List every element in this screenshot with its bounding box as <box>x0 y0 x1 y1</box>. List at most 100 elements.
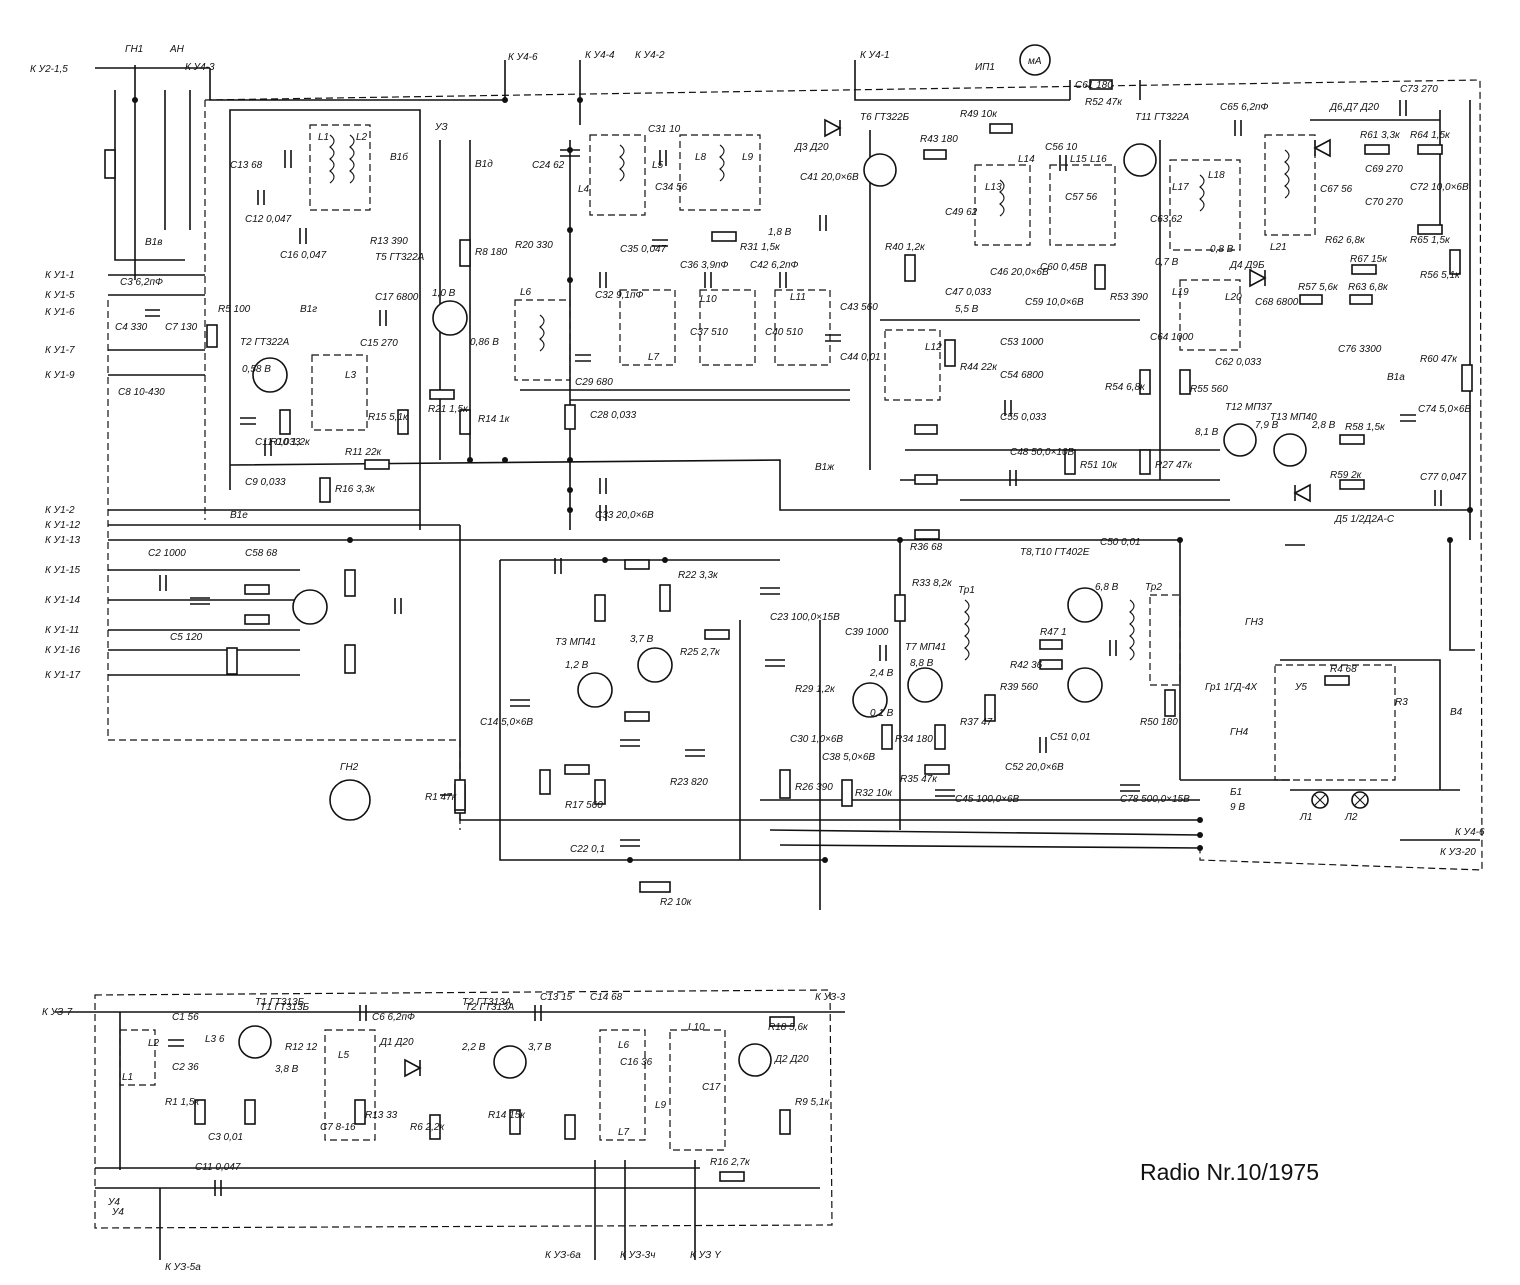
switch-label: В1а <box>1387 372 1405 383</box>
diode-label: Д6,Д7 Д20 <box>1329 102 1379 113</box>
connector-label: К У4-3 <box>185 62 215 73</box>
voltage-label: 0,7 В <box>1155 257 1179 268</box>
capacitor-label: C50 0,01 <box>1100 537 1141 548</box>
transistor-label: T5 ГТ322А <box>375 252 425 263</box>
switch-label: В1в <box>145 237 162 248</box>
misc-label: Л2 <box>1344 812 1358 823</box>
inductor-label: L17 <box>1172 182 1189 193</box>
resistor-label: R8 180 <box>475 247 508 258</box>
transistor-label: T11 ГТ322А <box>1135 112 1190 123</box>
voltage-label: 9 В <box>1230 802 1245 813</box>
capacitor-label: C2 1000 <box>148 548 186 559</box>
resistor-label: R55 560 <box>1190 384 1228 395</box>
resistor-label: R44 22к <box>960 362 998 373</box>
block-label-u3: УЗ <box>434 122 448 133</box>
lower-part-label: C7 8-16 <box>320 1122 356 1133</box>
connector-label: мА <box>1028 56 1042 67</box>
capacitor-label: C15 270 <box>360 338 398 349</box>
resistor-label: R11 22к <box>345 447 383 458</box>
capacitor-label: C36 3,9пФ <box>680 260 729 271</box>
inductor-label: L18 <box>1208 170 1225 181</box>
resistor-label: R23 820 <box>670 777 708 788</box>
left-connector-labels: К У1-1 К У1-5 К У1-6 К У1-7 К У1-9 К У1-… <box>45 270 81 681</box>
connector-label: К У1-6 <box>45 307 75 318</box>
capacitor-label: C68 6800 <box>1255 297 1299 308</box>
diode-labels: Д3 Д20 Д6,Д7 Д20 Д4 Д9Б Д5 1/2Д2А-С <box>794 102 1395 525</box>
inductor-label: L20 <box>1225 292 1242 303</box>
inductor-label: L6 <box>520 287 532 298</box>
capacitor-label: C8 10-430 <box>118 387 165 398</box>
switch-labels: В1а В1б В1в В1г В1д В1ж В1е <box>145 151 1405 521</box>
switch-label: В1ж <box>815 462 835 473</box>
lower-connector-label: К УЗ-7 <box>42 1007 73 1018</box>
capacitor-label: C59 10,0×6В <box>1025 297 1084 308</box>
voltage-label: 1,0 В <box>432 288 456 299</box>
lower-part-label: R9 5,1к <box>795 1097 830 1108</box>
capacitor-label: C65 6,2пФ <box>1220 102 1269 113</box>
resistor-label: R65 1,5к <box>1410 235 1451 246</box>
lower-part-label: R18 5,6к <box>768 1022 809 1033</box>
lower-part-label: R14 15к <box>488 1110 526 1121</box>
capacitor-label: C57 56 <box>1065 192 1098 203</box>
resistor-label: R64 1,5к <box>1410 130 1451 141</box>
voltage-label: 0,1 В <box>870 708 894 719</box>
connector-label: К У1-15 <box>45 565 81 576</box>
lower-part-label: C14 68 <box>590 992 623 1003</box>
capacitor-label: C73 270 <box>1400 84 1438 95</box>
block-label-u5: У5 <box>1294 682 1307 693</box>
capacitor-label: C44 0,01 <box>840 352 881 363</box>
lower-part-label: C6 6,2пФ <box>372 1012 415 1023</box>
resistor-label: R39 560 <box>1000 682 1038 693</box>
lower-part-label: C11 0,047 <box>195 1162 241 1173</box>
resistor-label: R31 1,5к <box>740 242 781 253</box>
main-components <box>104 44 1473 893</box>
misc-label: ГН4 <box>1230 727 1249 738</box>
capacitor-label: C53 1000 <box>1000 337 1044 348</box>
inductor-label: L12 <box>925 342 942 353</box>
lower-connector-label: К УЗ Y <box>690 1250 722 1261</box>
inductor-label: L15 <box>1070 154 1087 165</box>
capacitor-label: C24 62 <box>532 160 565 171</box>
lower-part-label: Д2 Д20 <box>774 1054 809 1065</box>
voltage-label: 7,9 В <box>1255 420 1279 431</box>
resistor-label: R52 47к <box>1085 97 1123 108</box>
resistor-label: R20 330 <box>515 240 553 251</box>
capacitor-label: C43 560 <box>840 302 878 313</box>
capacitor-label: C78 500,0×15В <box>1120 794 1190 805</box>
capacitor-label: C64 1000 <box>1150 332 1194 343</box>
resistor-label: R1 47к <box>425 792 458 803</box>
lower-part-label: R13 33 <box>365 1110 398 1121</box>
inductor-labels: L1 L2 L3 L4 L5 L6 L7 L8 L9 L10 L11 L12 L… <box>318 132 1287 596</box>
inductor-label: Тр1 <box>958 585 975 596</box>
connector-label: К У1-11 <box>45 625 79 636</box>
capacitor-label: C70 270 <box>1365 197 1403 208</box>
resistor-label: R47 1 <box>1040 627 1067 638</box>
lower-part-label: R16 2,7к <box>710 1157 751 1168</box>
top-connector-labels: К У2-1,5 ГН1 АН К У4-3 К У4-6 К У4-4 К У… <box>30 44 1042 75</box>
lower-part-label: L2 <box>148 1038 160 1049</box>
voltage-label: 1,2 В <box>565 660 589 671</box>
resistor-label: R40 1,2к <box>885 242 926 253</box>
capacitor-label: C55 0,033 <box>1000 412 1047 423</box>
capacitor-label: C45 100,0×6В <box>955 794 1020 805</box>
resistor-label: R59 2к <box>1330 470 1363 481</box>
voltage-label: 1,8 В <box>768 227 792 238</box>
voltage-label: 8,1 В <box>1195 427 1219 438</box>
capacitor-label: C17 6800 <box>375 292 419 303</box>
transistor-label: T12 МП37 <box>1225 402 1272 413</box>
capacitor-label: C62 0,033 <box>1215 357 1262 368</box>
capacitor-label: C31 10 <box>648 124 681 135</box>
capacitor-label: C69 270 <box>1365 164 1403 175</box>
transistor-label: T1 ГТ313Б <box>260 1002 310 1013</box>
lower-part-label: L3 6 <box>205 1034 225 1045</box>
resistor-label: R4 68 <box>1330 664 1357 675</box>
capacitor-label: C51 0,01 <box>1050 732 1091 743</box>
connector-label: К У1-13 <box>45 535 81 546</box>
voltage-label: 0,58 В <box>242 364 271 375</box>
switch-label: В1д <box>475 159 493 170</box>
capacitor-label: C13 68 <box>230 160 263 171</box>
lower-connector-label: К УЗ-3 <box>815 992 846 1003</box>
lower-part-label: C16 36 <box>620 1057 653 1068</box>
capacitor-label: C54 6800 <box>1000 370 1044 381</box>
